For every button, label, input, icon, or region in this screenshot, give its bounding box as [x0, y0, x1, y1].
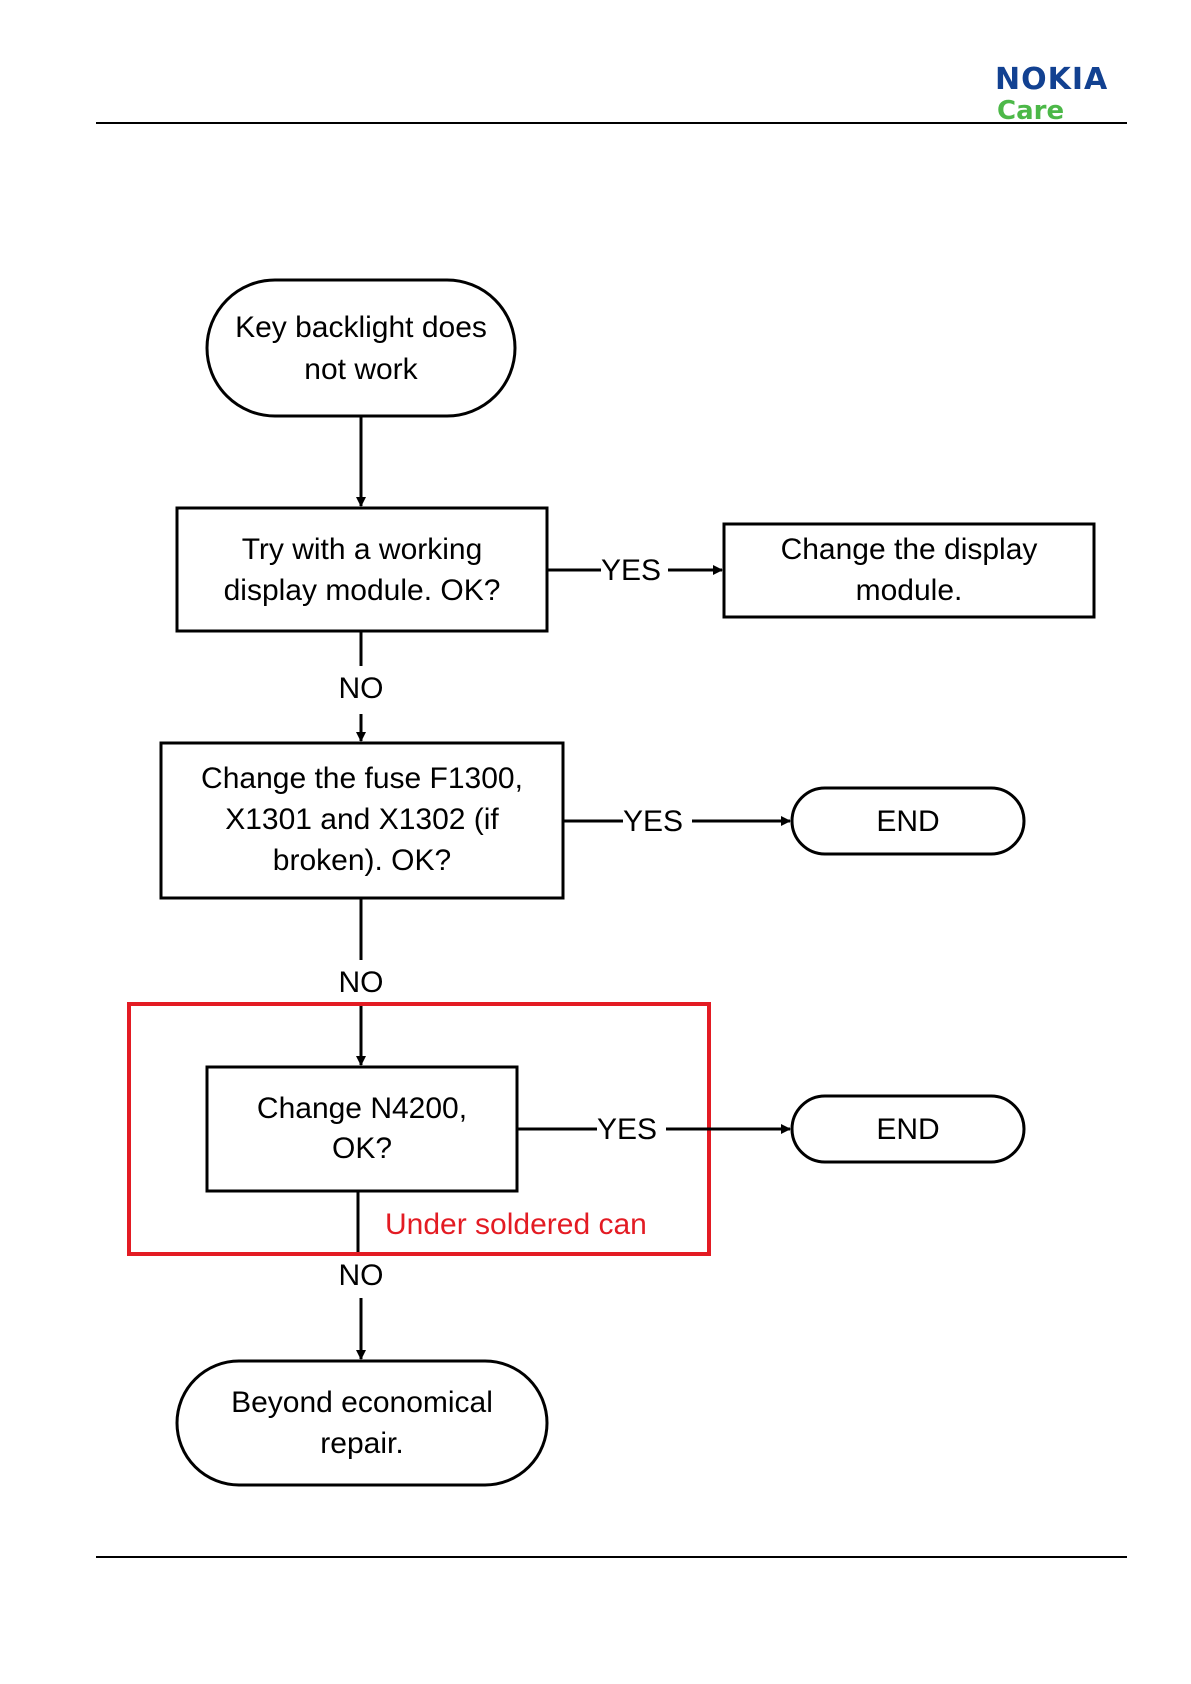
- step3-text-line1: Change N4200,: [257, 1092, 467, 1125]
- start-text-line2: not work: [304, 353, 418, 386]
- step3-yes-label: YES: [597, 1113, 657, 1146]
- start-terminator: [207, 280, 515, 416]
- step1-text-line2: display module. OK?: [224, 574, 501, 607]
- step2-no-label: NO: [339, 966, 384, 999]
- step2-text-line1: Change the fuse F1300,: [201, 762, 523, 795]
- step1-text-line1: Try with a working: [242, 533, 483, 566]
- step1-yes-label: YES: [601, 554, 661, 587]
- end1-text: END: [876, 805, 939, 838]
- step3-no-label: NO: [339, 1259, 384, 1292]
- final-text-line1: Beyond economical: [231, 1386, 493, 1419]
- step2-yes-label: YES: [623, 805, 683, 838]
- final-terminator: [177, 1361, 547, 1485]
- start-text-line1: Key backlight does: [235, 311, 487, 344]
- step3-process-box: [207, 1067, 517, 1191]
- step1-no-label: NO: [339, 672, 384, 705]
- final-text-line2: repair.: [320, 1427, 403, 1460]
- change-display-text-line2: module.: [856, 574, 963, 607]
- step1-process-box: [177, 508, 547, 631]
- under-soldered-can-label: Under soldered can: [385, 1208, 647, 1241]
- step3-text-line2: OK?: [332, 1132, 392, 1165]
- step2-text-line2: X1301 and X1302 (if: [225, 803, 499, 836]
- end2-text: END: [876, 1113, 939, 1146]
- change-display-text-line1: Change the display: [781, 533, 1038, 566]
- footer-rule: [96, 1556, 1127, 1558]
- step2-text-line3: broken). OK?: [273, 844, 451, 877]
